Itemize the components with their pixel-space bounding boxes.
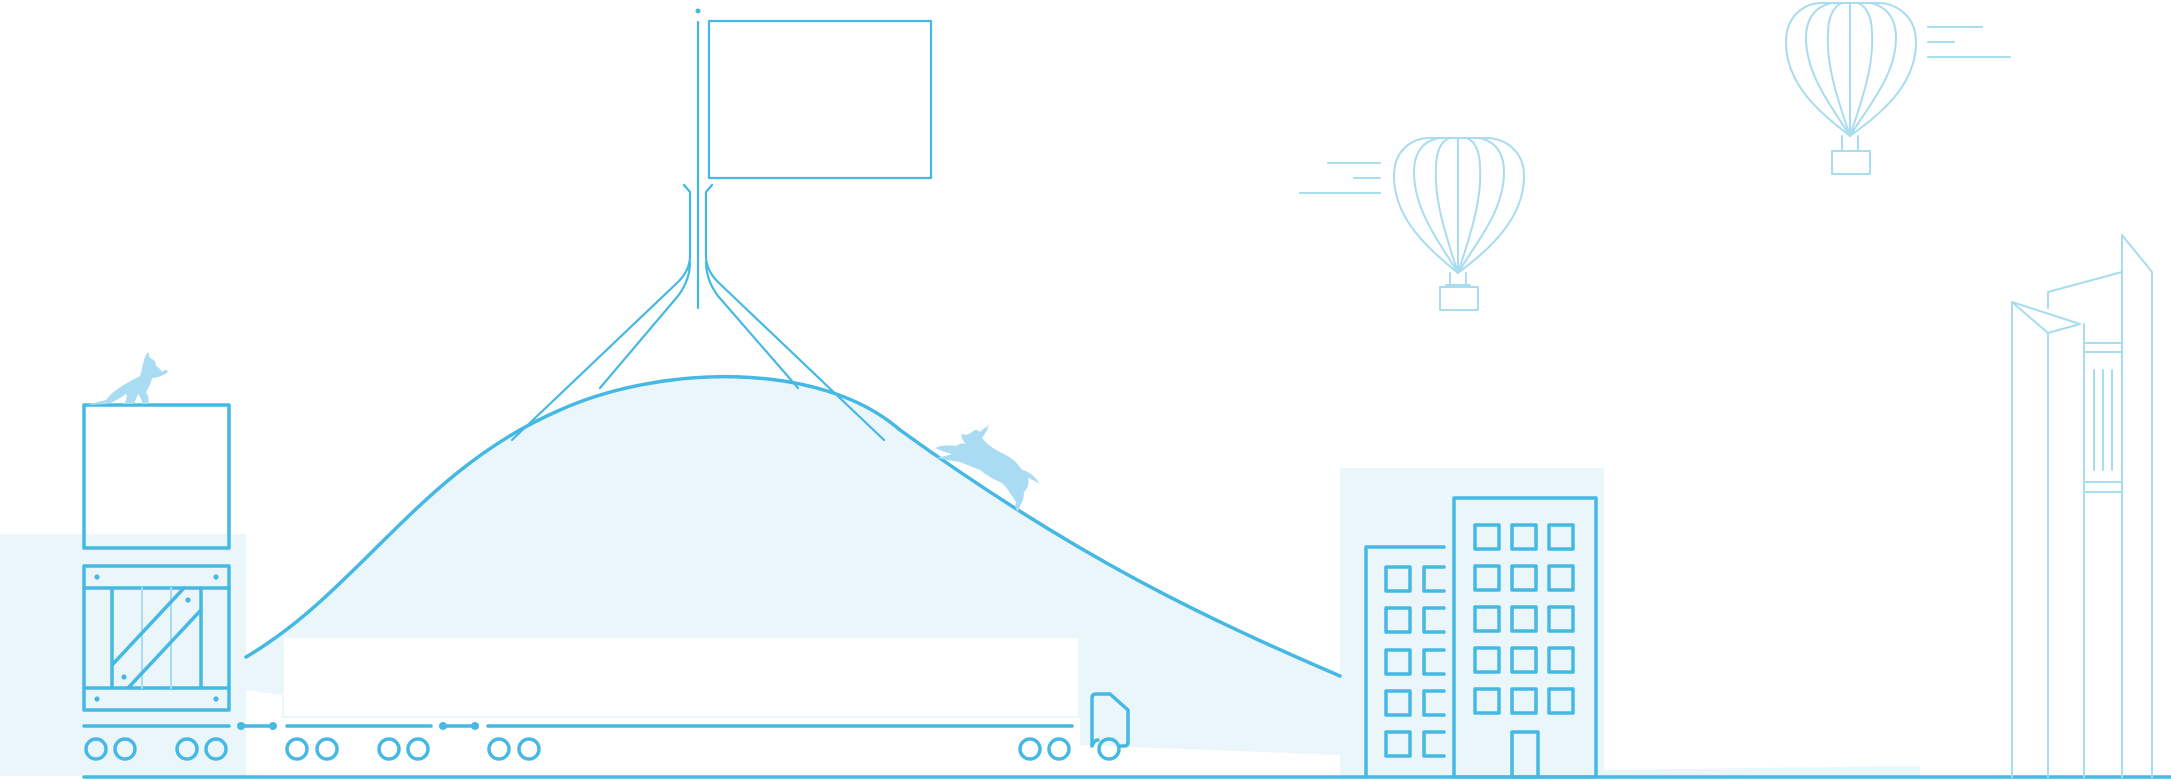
background-panels [0,468,1920,776]
building-windows-right [1473,523,1575,715]
hill [244,374,1342,755]
office-building-icon [1364,496,1598,779]
hot-air-balloon-icon [1785,2,1917,175]
dog-icon [935,423,1040,512]
skyscraper-icon [2011,234,2153,778]
top-box [82,403,231,550]
trailer [82,722,1074,761]
motion-lines [1299,162,1381,194]
truck-cab-icon [1090,692,1130,761]
building-door [1510,730,1540,779]
flag-icon [510,8,933,442]
motion-lines [1927,26,2011,58]
hot-air-balloon-icon [1393,137,1525,311]
building-windows-left [1384,565,1446,758]
cat-icon [88,352,168,405]
crate-stack [82,403,231,712]
wheels [84,737,1071,761]
crate-icon [82,564,231,712]
